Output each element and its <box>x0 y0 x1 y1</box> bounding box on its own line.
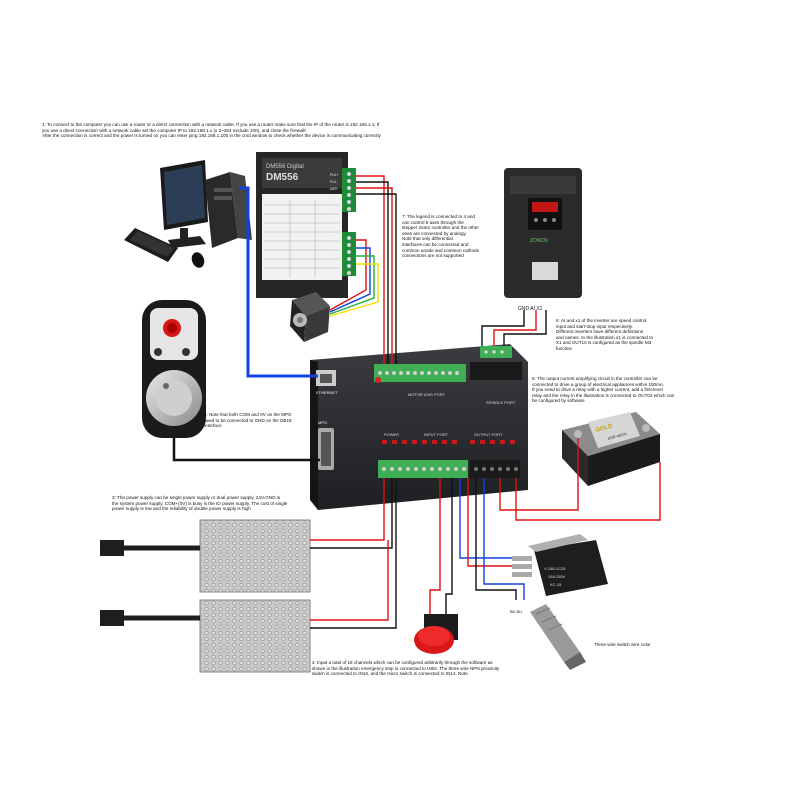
svg-text:GOLD: GOLD <box>595 423 614 433</box>
svg-text:PUL-: PUL- <box>330 180 338 184</box>
ethernet-cable <box>240 186 318 378</box>
note-output-current: 5: The output current amplifying circuit… <box>532 376 675 404</box>
svg-text:ZONCN: ZONCN <box>530 238 548 244</box>
svg-text:B-: B- <box>332 258 335 262</box>
stepper-motor-icon <box>290 292 330 342</box>
svg-text:MPG: MPG <box>318 420 327 425</box>
svg-text:SSR-40DA: SSR-40DA <box>607 431 628 441</box>
note-input-channels: 4: Input a total of 16 channels which ca… <box>312 660 500 677</box>
svg-text:ETHERNET: ETHERNET <box>316 390 338 395</box>
svg-text:INPUT PORT: INPUT PORT <box>424 432 449 437</box>
stepper-driver-icon: DM556 Digital DM556 PUL+ PUL- DIR+ DIR- … <box>256 152 356 298</box>
proximity-sensor-icon: BK BU <box>510 604 586 670</box>
svg-text:PUL+: PUL+ <box>330 173 339 177</box>
svg-text:OUTPUT PORT: OUTPUT PORT <box>474 432 503 437</box>
svg-text:GND AI X1: GND AI X1 <box>518 306 543 312</box>
svg-text:B+: B+ <box>332 251 336 255</box>
svg-text:POWER: POWER <box>384 432 399 437</box>
svg-text:VDC: VDC <box>332 265 340 269</box>
svg-text:SPINDLE PORT: SPINDLE PORT <box>486 400 516 405</box>
svg-text:DIR-: DIR- <box>330 194 337 198</box>
solid-state-relay-icon: GOLD SSR-40DA <box>562 412 660 486</box>
svg-text:A-: A- <box>332 244 335 248</box>
svg-text:KC-15: KC-15 <box>550 582 562 587</box>
svg-text:GND: GND <box>332 272 340 276</box>
note-network-connection: 1: To connect to the computer you can us… <box>42 122 381 139</box>
svg-text:BK BU: BK BU <box>510 609 522 614</box>
wires <box>172 175 661 629</box>
power-supply-icon <box>100 519 311 673</box>
emergency-stop-icon <box>414 614 458 654</box>
svg-text:ENA+: ENA+ <box>330 201 339 205</box>
svg-text:A+: A+ <box>332 237 336 241</box>
svg-text:DM556 Digital: DM556 Digital <box>266 164 304 170</box>
svg-text:DM556: DM556 <box>266 172 299 183</box>
controller-board-icon: MOTOR AXIS PORT SPINDLE PORT ETHERNET MP… <box>310 344 528 510</box>
note-motor-axis: 7: The legend is connected to 4 and can … <box>402 214 480 259</box>
note-power-supply: 3: The power supply can be single power … <box>112 495 288 512</box>
mpg-handwheel-icon <box>142 300 206 438</box>
micro-switch-icon: V-156-1C25 15A 250V KC-15 <box>512 534 608 596</box>
note-mpg-wiring: 2: Note that both COM and 0V on the MPG … <box>204 412 292 429</box>
inverter-icon: ZONCN GND AI X1 <box>504 168 582 312</box>
svg-text:V-156-1C25: V-156-1C25 <box>544 566 566 571</box>
note-inverter-speed: 6: AI and x1 of the inverter are speed c… <box>556 318 654 351</box>
note-three-wire-switch: Three wire switch wire color <box>594 642 651 647</box>
svg-text:ENA-: ENA- <box>330 208 338 212</box>
mpg-cable <box>172 438 320 462</box>
computer-icon <box>124 160 252 268</box>
svg-text:DIR+: DIR+ <box>330 187 338 191</box>
svg-text:MOTOR AXIS PORT: MOTOR AXIS PORT <box>408 392 446 397</box>
svg-text:15A 250V: 15A 250V <box>548 574 566 579</box>
